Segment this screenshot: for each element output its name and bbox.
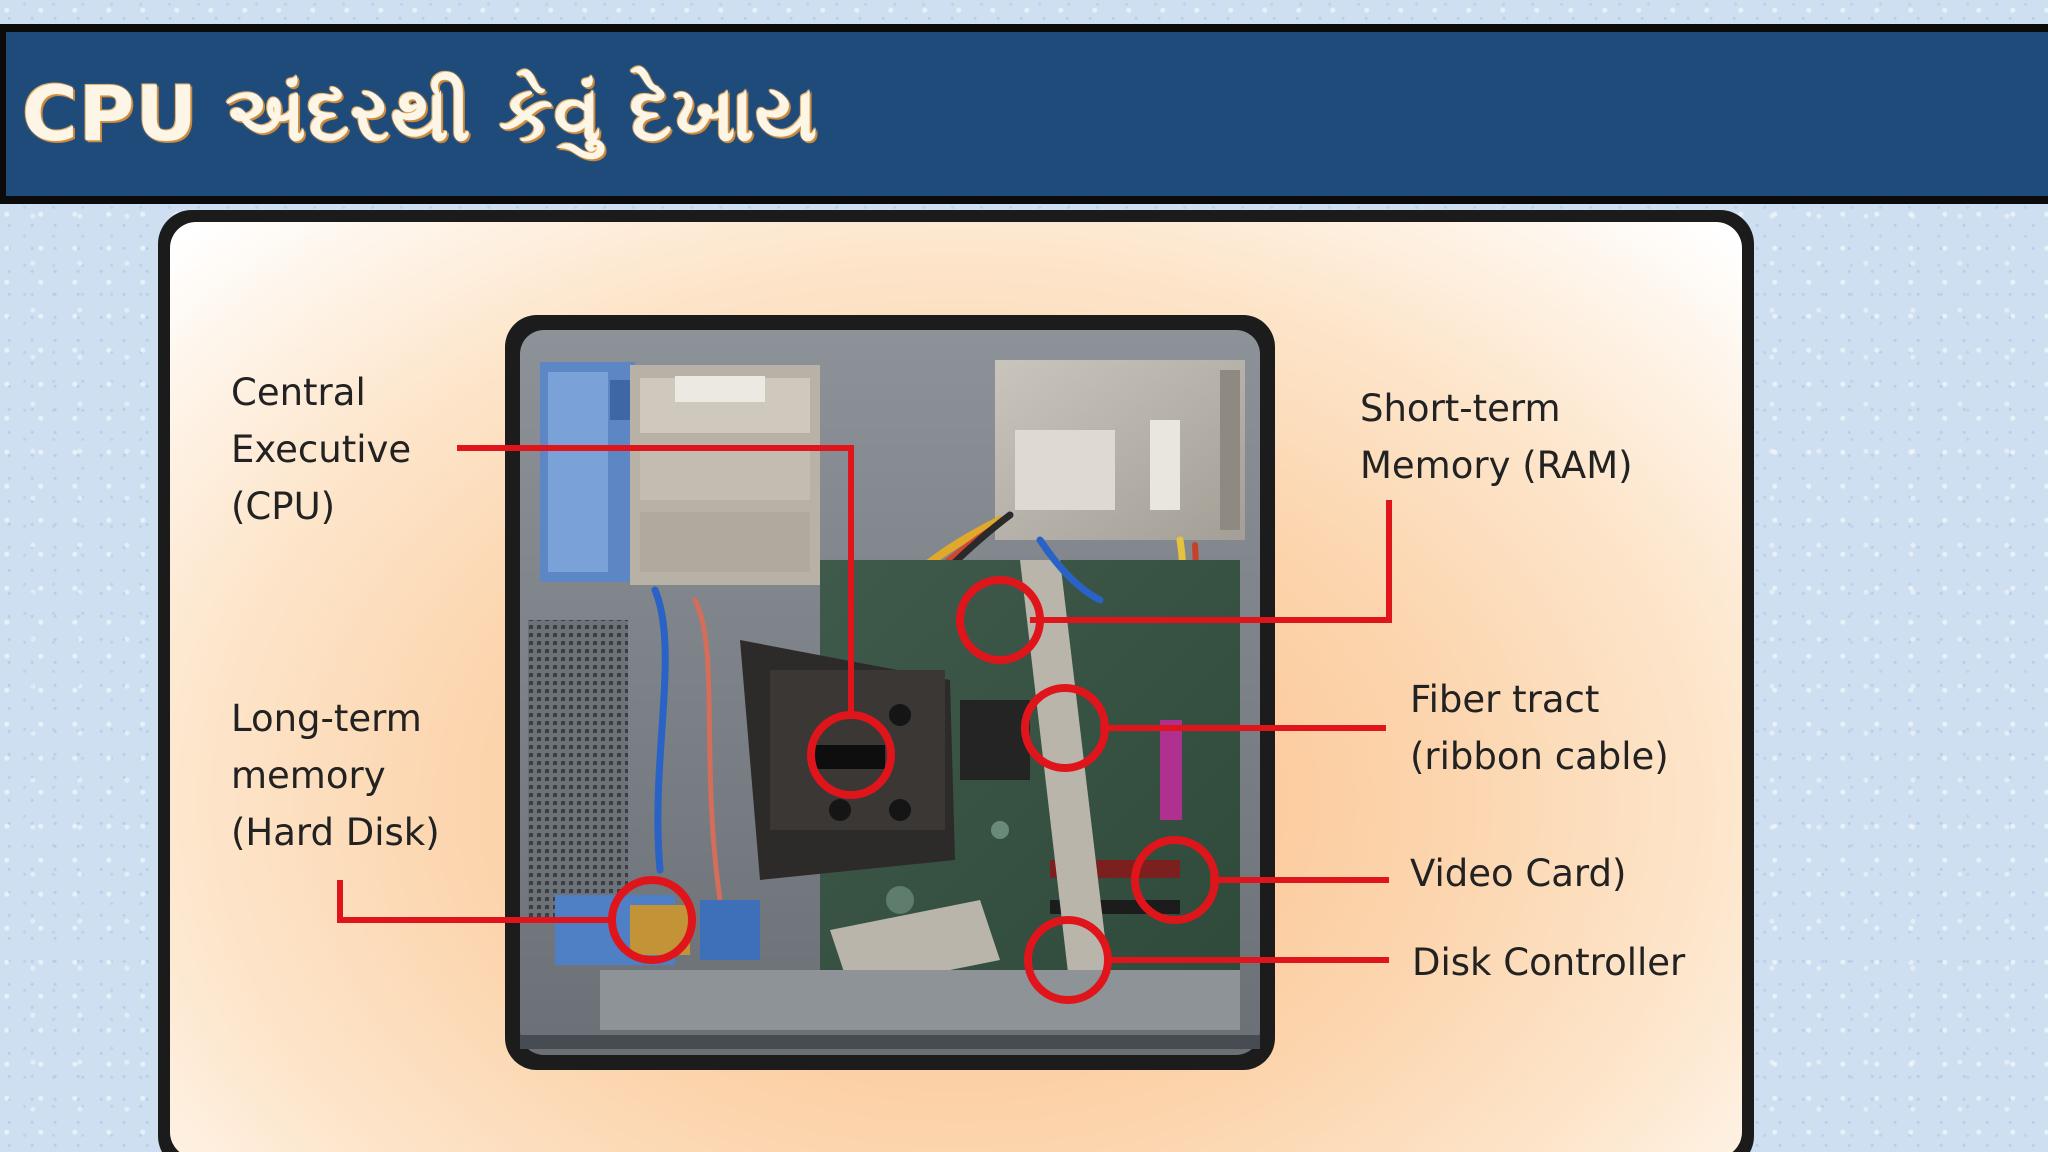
callout-circle-disk — [1024, 916, 1112, 1004]
label-cpu-line3: (CPU) — [231, 485, 336, 528]
callout-circle-hdd — [608, 876, 696, 964]
ribbon-cable — [1020, 560, 1110, 990]
label-disk: Disk Controller — [1412, 934, 1685, 991]
callout-circle-cpu — [807, 711, 895, 799]
title-bar: CPU અંદરથી કેવું દેખાય — [0, 24, 2048, 204]
label-cpu: Central Executive (CPU) — [231, 364, 411, 535]
page-title: CPU અંદરથી કેવું દેખાય — [22, 69, 819, 158]
label-ram: Short-term Memory (RAM) — [1360, 380, 1633, 494]
sata-cables — [651, 536, 1104, 903]
label-cpu-line2: Executive — [231, 428, 412, 471]
label-video-line1: Video Card) — [1410, 852, 1627, 895]
label-ram-line2: Memory (RAM) — [1360, 444, 1633, 487]
cpu-heatsink — [740, 640, 955, 880]
label-hdd: Long-term memory (Hard Disk) — [231, 690, 440, 861]
callout-lines — [337, 445, 1392, 963]
drive-bay — [630, 365, 820, 585]
callout-circle-video — [1131, 836, 1219, 924]
label-hdd-line2: memory — [231, 754, 386, 797]
label-disk-line1: Disk Controller — [1412, 941, 1686, 984]
label-fiber-line2: (ribbon cable) — [1410, 735, 1669, 778]
blue-drive-bracket — [540, 362, 635, 582]
callout-line-hdd — [337, 880, 615, 923]
callout-line-cpu — [457, 445, 854, 712]
label-ram-line1: Short-term — [1360, 387, 1561, 430]
power-supply — [995, 360, 1245, 540]
callout-circle-fiber — [1021, 684, 1109, 772]
label-hdd-line1: Long-term — [231, 697, 422, 740]
computer-case-photo — [505, 315, 1275, 1070]
label-video: Video Card) — [1410, 845, 1626, 902]
label-fiber: Fiber tract (ribbon cable) — [1410, 671, 1669, 785]
callout-circles — [608, 576, 1219, 1004]
label-hdd-line3: (Hard Disk) — [231, 811, 440, 854]
hard-disk — [555, 895, 760, 965]
label-fiber-line1: Fiber tract — [1410, 678, 1600, 721]
callout-line-ram — [1030, 500, 1392, 623]
label-cpu-line1: Central — [231, 371, 366, 414]
callout-circle-ram — [956, 576, 1044, 664]
